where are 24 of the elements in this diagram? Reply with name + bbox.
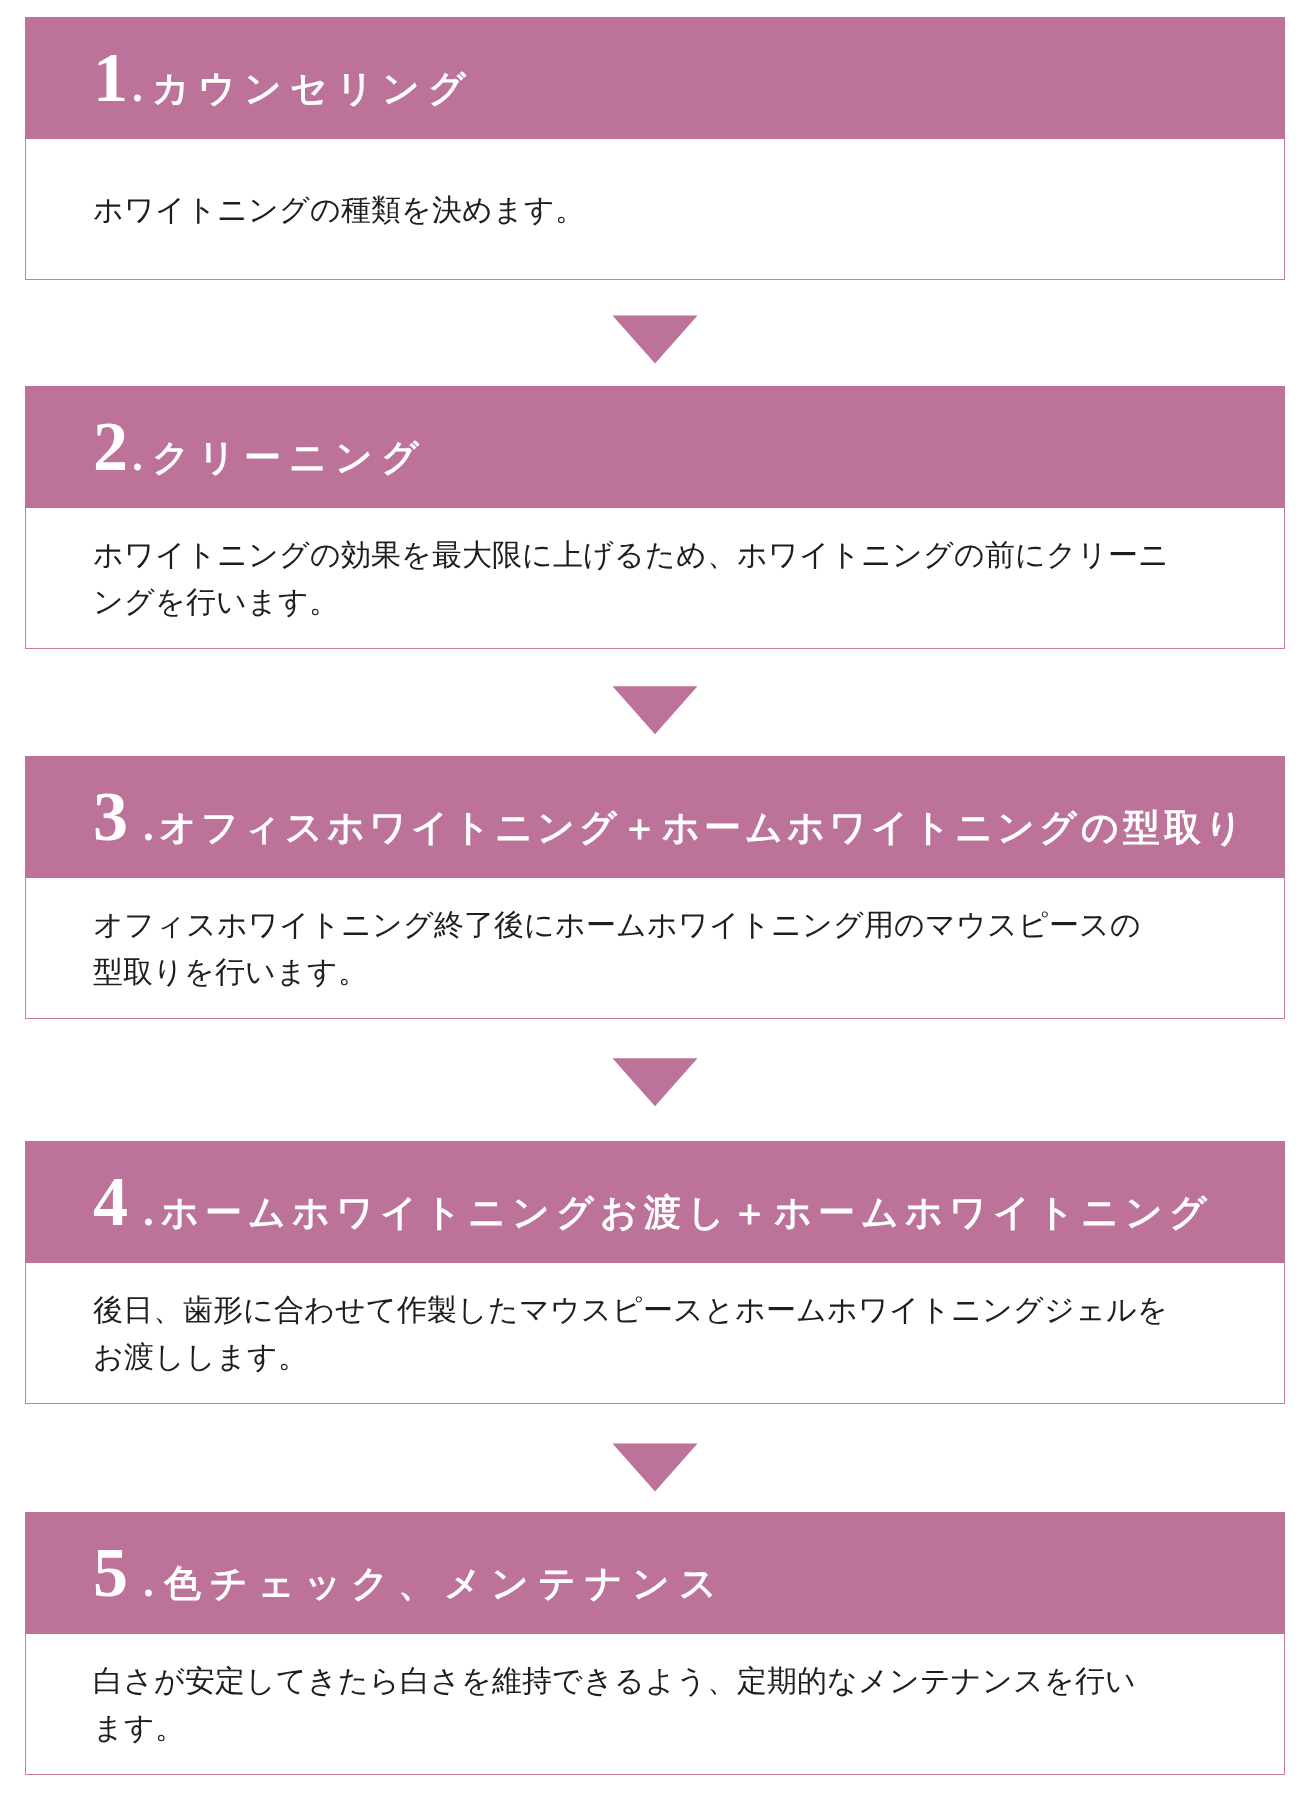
step-description: オフィスホワイトニング終了後にホームホワイトニング用のマウスピースの型取りを行います。	[93, 906, 1142, 991]
step-title: .クリーニング	[131, 434, 427, 481]
step-title: .カウンセリング	[131, 65, 474, 112]
step-number: 3	[93, 782, 128, 852]
down-arrow	[612, 1058, 698, 1107]
step-card	[25, 386, 1285, 649]
step-number: 5	[93, 1538, 128, 1608]
step-description: ホワイトニングの効果を最大限に上げるため、ホワイトニングの前にクリーニングを行います。	[93, 536, 1170, 621]
down-arrow	[612, 315, 698, 364]
step-card	[25, 1141, 1285, 1404]
step-number: 4	[93, 1167, 128, 1237]
step-number: 1	[93, 43, 128, 113]
step-card	[25, 756, 1285, 1019]
step-title: .色チェック、メンテナンス	[142, 1560, 726, 1607]
step-description: 後日、歯形に合わせて作製したマウスピースとホームホワイトニングジェルをお渡しします。	[93, 1291, 1169, 1376]
down-arrow	[612, 686, 698, 735]
step-card	[25, 1512, 1285, 1775]
step-card	[25, 17, 1285, 280]
step-description: ホワイトニングの種類を決めます。	[93, 190, 586, 229]
step-title: .ホームホワイトニングお渡し＋ホームホワイトニング	[142, 1189, 1213, 1236]
step-title: .オフィスホワイトニング＋ホームホワイトニングの型取り	[142, 804, 1247, 851]
step-number: 2	[93, 412, 128, 482]
down-arrow	[612, 1443, 698, 1492]
step-description: 白さが安定してきたら白さを維持できるよう、定期的なメンテナンスを行います。	[93, 1662, 1137, 1747]
